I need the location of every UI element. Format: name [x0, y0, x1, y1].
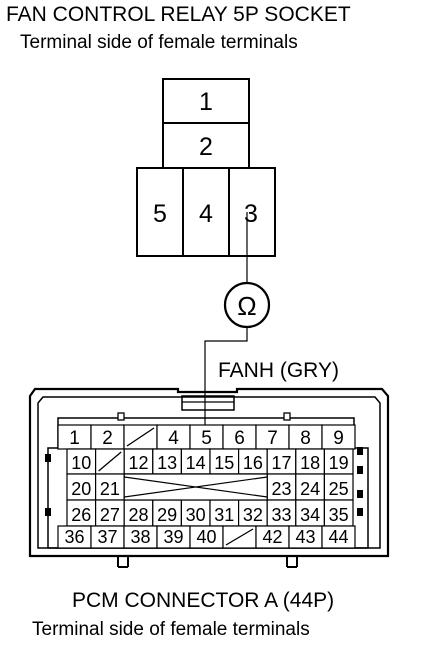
pcm-terminal-4: 4 — [168, 428, 179, 449]
pcm-empty-cavity-mark — [225, 528, 254, 546]
pcm-terminal-5: 5 — [201, 428, 212, 449]
pcm-cavity — [180, 499, 211, 527]
pcm-terminal-13: 13 — [157, 453, 177, 473]
housing-latch-marks — [45, 447, 363, 516]
pcm-empty-cavity-mark — [98, 451, 122, 472]
relay-terminal-1: 1 — [199, 88, 213, 116]
pcm-terminal-42: 42 — [262, 527, 282, 547]
pcm-terminal-8: 8 — [300, 428, 311, 449]
relay-socket-subtitle: Terminal side of female terminals — [20, 32, 298, 53]
pcm-terminal-38: 38 — [130, 527, 150, 547]
pcm-cavity — [123, 499, 154, 527]
pcm-terminal-44: 44 — [328, 527, 348, 547]
pcm-terminal-35: 35 — [329, 505, 349, 525]
pcm-terminal-31: 31 — [214, 505, 234, 525]
pcm-terminal-40: 40 — [196, 527, 216, 547]
pcm-terminal-14: 14 — [186, 453, 206, 473]
pcm-terminal-16: 16 — [243, 453, 263, 473]
pcm-terminal-29: 29 — [157, 505, 177, 525]
pcm-terminal-37: 37 — [97, 527, 117, 547]
pcm-empty-cavity-mark — [126, 427, 155, 447]
ohmmeter-icon — [223, 281, 271, 329]
relay-terminal-5: 5 — [153, 200, 167, 228]
pcm-terminal-36: 36 — [64, 527, 84, 547]
pcm-cavity — [323, 448, 354, 475]
relay-terminal-2: 2 — [199, 133, 213, 161]
wire-meter-to-pcm — [204, 327, 248, 430]
pcm-terminal-15: 15 — [214, 453, 234, 473]
relay-socket — [136, 78, 276, 257]
pcm-cavity — [323, 499, 354, 527]
pcm-cavity — [66, 448, 97, 475]
pcm-terminal-19: 19 — [329, 453, 349, 473]
pcm-terminal-1: 1 — [69, 428, 80, 449]
pcm-terminal-26: 26 — [71, 505, 91, 525]
pcm-terminal-2: 2 — [102, 428, 113, 449]
pcm-terminal-30: 30 — [186, 505, 206, 525]
wire-signal-label: FANH (GRY) — [218, 359, 339, 382]
pcm-blank-cross-line — [124, 476, 268, 498]
pcm-terminal-9: 9 — [333, 428, 344, 449]
pcm-terminal-17: 17 — [271, 453, 291, 473]
pcm-terminal-33: 33 — [271, 505, 291, 525]
pcm-terminal-43: 43 — [295, 527, 315, 547]
pcm-terminal-21: 21 — [100, 479, 120, 499]
pcm-terminal-32: 32 — [243, 505, 263, 525]
pcm-cavity — [321, 424, 356, 450]
relay-terminal-3: 3 — [244, 200, 258, 228]
pcm-cavity — [94, 473, 125, 501]
pcm-terminal-18: 18 — [300, 453, 320, 473]
pcm-terminal-39: 39 — [163, 527, 183, 547]
pcm-terminal-27: 27 — [100, 505, 120, 525]
pcm-terminal-20: 20 — [71, 479, 91, 499]
pcm-terminal-6: 6 — [234, 428, 245, 449]
pcm-cavity — [66, 499, 97, 527]
pcm-cavity — [189, 424, 224, 450]
relay-terminal-labels: 1 2 5 4 3 — [153, 88, 258, 228]
relay-socket-title: FAN CONTROL RELAY 5P SOCKET — [6, 3, 351, 26]
pcm-terminal-10: 10 — [71, 453, 91, 473]
pcm-connector-subtitle: Terminal side of female terminals — [32, 619, 310, 640]
pcm-cavity — [266, 448, 297, 475]
pcm-terminal-34: 34 — [300, 505, 320, 525]
pcm-terminal-7: 7 — [267, 428, 278, 449]
pcm-terminal-12: 12 — [128, 453, 148, 473]
pcm-connector-title: PCM CONNECTOR A (44P) — [72, 589, 335, 612]
relay-terminal-4: 4 — [199, 200, 213, 228]
pcm-cavity — [123, 448, 154, 475]
ohm-symbol: Ω — [237, 291, 256, 321]
pcm-cavity — [321, 525, 356, 549]
pcm-terminal-23: 23 — [271, 479, 291, 499]
pcm-terminal-24: 24 — [300, 479, 320, 499]
pcm-terminal-25: 25 — [329, 479, 349, 499]
pcm-cavity — [295, 448, 325, 475]
pcm-terminal-28: 28 — [128, 505, 148, 525]
